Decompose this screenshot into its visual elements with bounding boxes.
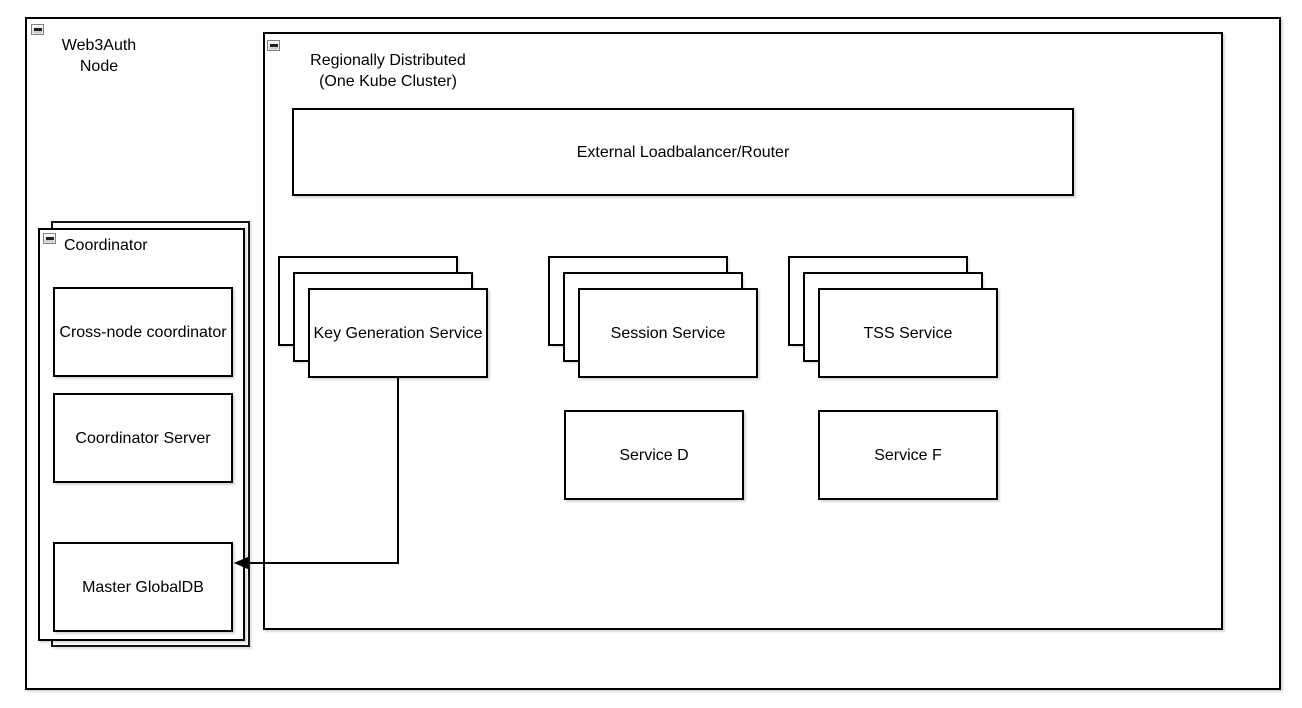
node-external-loadbalancer: External Loadbalancer/Router	[292, 108, 1074, 196]
node-label: Session Service	[610, 324, 726, 342]
node-service-d: Service D	[564, 410, 744, 500]
node-label: Master GlobalDB	[82, 578, 204, 596]
label-line: Web3Auth	[61, 37, 137, 54]
node-label: Coordinator Server	[75, 429, 211, 447]
node-coordinator-server: Coordinator Server	[53, 393, 233, 483]
node-label: Service D	[619, 446, 689, 464]
node-service-f: Service F	[818, 410, 998, 500]
group-web3auth-node-label: Web3Auth Node	[39, 35, 159, 77]
node-master-globaldb: Master GlobalDB	[53, 542, 233, 632]
node-tss-service: TSS Service	[818, 288, 998, 378]
label-line: Regionally Distributed	[310, 52, 466, 69]
group-coordinator-label: Coordinator	[64, 237, 148, 254]
node-label: External Loadbalancer/Router	[576, 143, 790, 161]
node-session-service: Session Service	[578, 288, 758, 378]
collapse-minus-icon[interactable]	[43, 233, 56, 244]
collapse-minus-icon[interactable]	[267, 40, 280, 51]
node-label: TSS Service	[863, 324, 953, 342]
node-label: Service F	[874, 446, 942, 464]
node-label: Key Generation Service	[313, 324, 483, 342]
group-regionally-distributed-label: Regionally Distributed (One Kube Cluster…	[293, 50, 483, 92]
node-key-generation-service: Key Generation Service	[308, 288, 488, 378]
node-label: Cross-node coordinator	[59, 323, 227, 341]
label-line: Node	[79, 58, 119, 75]
label-line: (One Kube Cluster)	[319, 73, 457, 90]
node-cross-node-coordinator: Cross-node coordinator	[53, 287, 233, 377]
collapse-minus-icon[interactable]	[31, 24, 44, 35]
